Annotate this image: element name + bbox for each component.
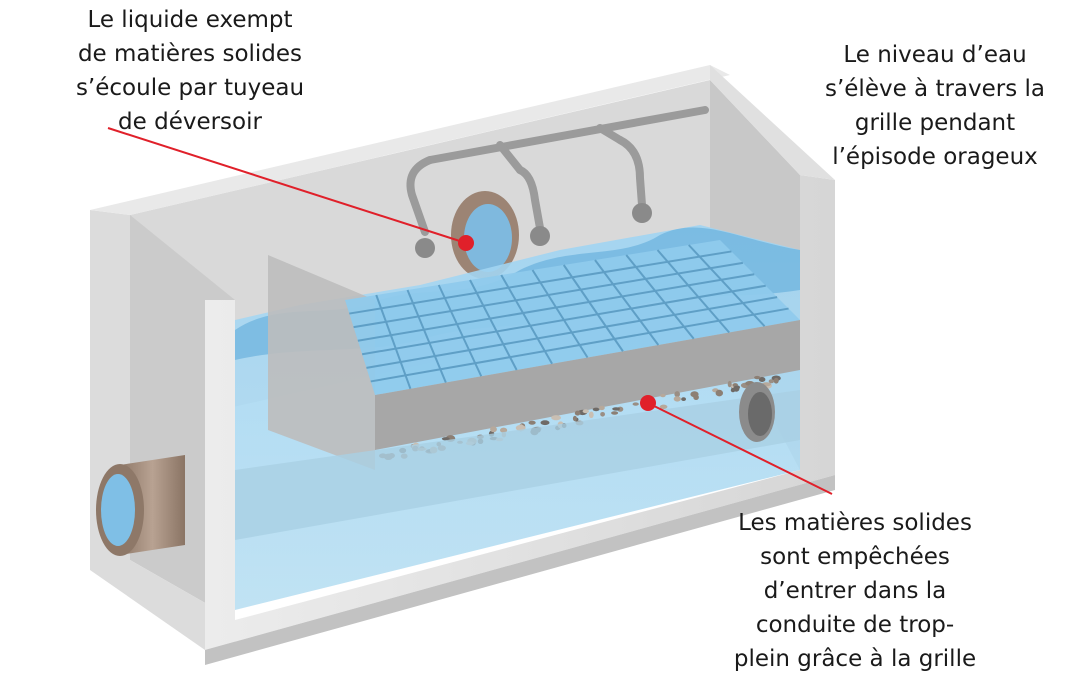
debris-stone	[500, 427, 508, 433]
debris-stone	[574, 410, 581, 416]
grating-bar	[370, 307, 789, 383]
debris-stone	[611, 411, 619, 415]
debris-stone	[582, 409, 589, 414]
label-water-level-line: Le niveau d’eau	[843, 42, 1027, 68]
debris-stone	[659, 404, 668, 409]
debris-stone	[674, 391, 680, 398]
debris-stone	[768, 379, 775, 384]
debris-stone	[588, 411, 594, 419]
chamber-right-outer-wall	[710, 65, 835, 180]
grating-bar	[375, 294, 412, 390]
debris-stone	[528, 420, 536, 425]
callout-solids	[640, 395, 833, 495]
label-outlet-line: de matières solides	[77, 41, 303, 67]
inlet-pipe	[96, 455, 185, 556]
debris-stone	[592, 407, 600, 412]
debris-stone	[612, 407, 620, 411]
label-solids: Les matières solides sont empêchées d’en…	[690, 506, 1020, 676]
grating-bar	[406, 289, 447, 383]
debris-stone	[690, 391, 699, 398]
debris-stone	[572, 415, 577, 422]
grating-bar	[625, 254, 695, 340]
chamber-front-wall	[205, 175, 835, 650]
grating-grid-lines	[349, 244, 789, 390]
label-water-level-line: l’épisode orageux	[832, 144, 1038, 170]
grating-bar	[562, 264, 624, 352]
chamber-top-rim-left	[90, 65, 730, 215]
grating-bar	[353, 261, 744, 329]
debris-stone	[540, 420, 550, 426]
grating-bar	[656, 249, 730, 334]
grating-bar	[361, 284, 766, 356]
label-water-level: Le niveau d’eau s’élève à travers la gri…	[790, 38, 1080, 174]
debris-stone	[551, 415, 561, 421]
grating-bar	[594, 259, 660, 346]
outlet-pipe	[451, 191, 519, 279]
debris-stone	[758, 377, 766, 382]
label-outlet: Le liquide exempt de matières solides s’…	[40, 3, 340, 139]
spray-manifold	[406, 106, 709, 236]
label-outlet-line: de déversoir	[118, 109, 262, 135]
callout-outlet-dot	[458, 235, 474, 251]
debris-stone	[632, 402, 639, 406]
label-solids-line: sont empêchées	[760, 544, 950, 570]
grating-bar	[349, 250, 732, 315]
grating-bar	[469, 279, 518, 371]
grating-bar	[688, 244, 766, 327]
label-solids-line: Les matières solides	[738, 510, 972, 536]
spray-nozzles	[415, 203, 652, 258]
label-solids-line: plein grâce à la grille	[733, 646, 977, 672]
callout-solids-dot	[640, 395, 656, 411]
callout-outlet	[107, 127, 474, 251]
debris-stone	[773, 377, 779, 384]
grating-bar	[357, 273, 755, 342]
debris-stone	[598, 405, 605, 411]
label-solids-line: d’entrer dans la	[763, 578, 947, 604]
debris-stone	[715, 389, 723, 397]
chamber-floor-edge	[205, 475, 835, 665]
grating-bar	[366, 296, 778, 369]
overflow-pipe-opening	[739, 382, 775, 442]
debris-stone	[660, 393, 666, 398]
debris-stone	[600, 412, 605, 417]
grating-bar	[437, 284, 483, 377]
label-outlet-line: s’écoule par tuyeau	[75, 75, 305, 101]
label-solids-line: conduite de trop-	[755, 612, 955, 638]
debris-stone	[441, 437, 450, 441]
label-outlet-line: Le liquide exempt	[87, 7, 293, 33]
debris-stone	[673, 396, 681, 402]
grating-bar	[531, 269, 589, 359]
debris-stone	[733, 385, 740, 392]
debris-stone	[490, 426, 497, 433]
grating	[345, 240, 800, 450]
debris-stone	[754, 375, 761, 380]
debris-stone	[681, 397, 686, 401]
grating-bar	[500, 274, 553, 365]
debris-stone	[727, 380, 732, 388]
label-water-level-line: grille pendant	[854, 110, 1016, 136]
channel-ledge	[235, 390, 800, 540]
label-water-level-line: s’élève à travers la	[824, 76, 1046, 102]
